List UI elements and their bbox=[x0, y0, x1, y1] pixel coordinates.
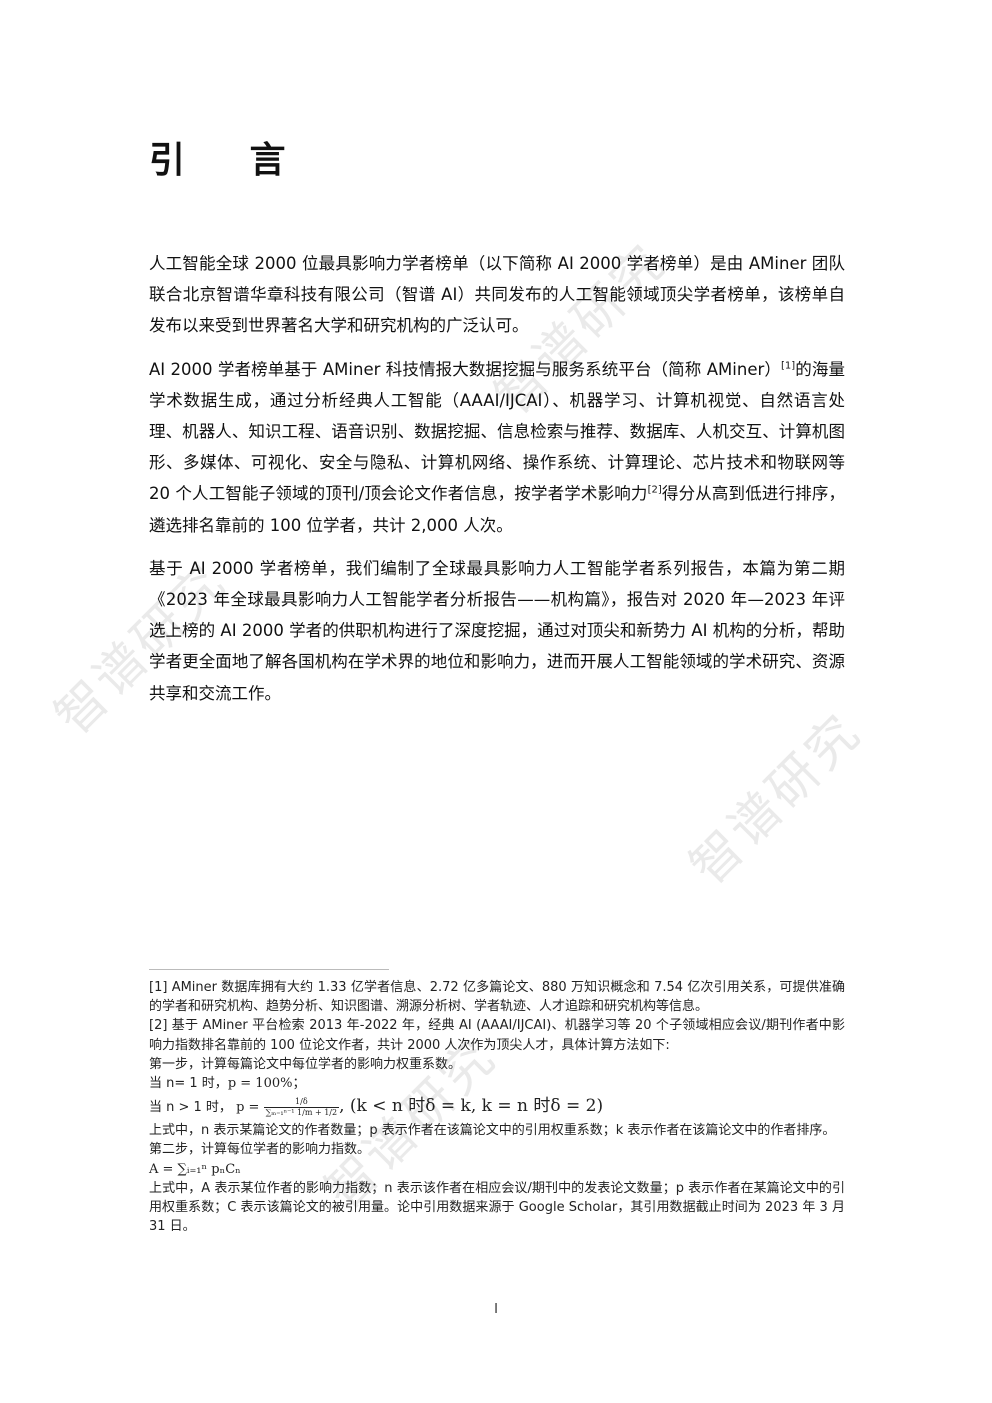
paragraph-1: 人工智能全球 2000 位最具影响力学者榜单（以下简称 AI 2000 学者榜单… bbox=[149, 248, 845, 342]
footnote-2: [2] 基于 AMiner 平台检索 2013 年-2022 年，经典 AI (… bbox=[149, 1018, 845, 1053]
footnote-explain-1: 上式中，n 表示某篇论文的作者数量；p 表示作者在该篇论文中的引用权重系数；k … bbox=[149, 1123, 836, 1139]
formula-case-2-condition: , (k < n 时δ = k, k = n 时δ = 2) bbox=[339, 1096, 604, 1117]
page-number: I bbox=[494, 1302, 498, 1317]
paragraph-2-text-a: AI 2000 学者榜单基于 AMiner 科技情报大数据挖掘与服务系统平台（简… bbox=[149, 359, 781, 379]
fraction-numerator: 1/δ bbox=[263, 1097, 340, 1109]
footnote-ref-2[interactable]: [2] bbox=[647, 484, 662, 496]
formula-case-1-prefix: 当 n= 1 时， bbox=[149, 1076, 228, 1092]
footnote-divider bbox=[149, 969, 389, 970]
formula-case-2: 当 n > 1 时， p = 1/δ ∑ₘ₌₁ⁿ⁻¹ 1/m + 1/2 , (… bbox=[149, 1093, 845, 1121]
body-text: 人工智能全球 2000 位最具影响力学者榜单（以下简称 AI 2000 学者榜单… bbox=[149, 248, 845, 721]
formula-case-2-prefix: 当 n > 1 时， bbox=[149, 1100, 232, 1116]
formula-case-1: 当 n= 1 时，p = 100%； bbox=[149, 1074, 845, 1093]
paragraph-2: AI 2000 学者榜单基于 AMiner 科技情报大数据挖掘与服务系统平台（简… bbox=[149, 354, 845, 541]
footnote-ref-1[interactable]: [1] bbox=[780, 360, 796, 372]
paragraph-2-text-c: 得分从高到低进行排序，遴选排名靠前的 100 位学者，共计 2,000 人次。 bbox=[149, 484, 845, 535]
formula-case-1-expr: p = 100%； bbox=[227, 1076, 306, 1092]
footnote-step-2: 第二步，计算每位学者的影响力指数。 bbox=[149, 1142, 371, 1158]
paragraph-2-text-b: 的海量学术数据生成，通过分析经典人工智能（AAAI/IJCAI）、机器学习、计算… bbox=[149, 359, 845, 504]
footnote-explain-2: 上式中，A 表示某位作者的影响力指数；n 表示该作者在相应会议/期刊中的发表论文… bbox=[149, 1180, 845, 1235]
paragraph-1-text: 人工智能全球 2000 位最具影响力学者榜单（以下简称 AI 2000 学者榜单… bbox=[149, 254, 845, 336]
footnote-step-1: 第一步，计算每篇论文中每位学者的影响力权重系数。 bbox=[149, 1056, 462, 1072]
formula-case-2-p: p = bbox=[236, 1100, 260, 1116]
watermark: 智谱研究 bbox=[678, 701, 873, 896]
formula-fraction: 1/δ ∑ₘ₌₁ⁿ⁻¹ 1/m + 1/2 bbox=[263, 1097, 340, 1118]
paragraph-3: 基于 AI 2000 学者榜单，我们编制了全球最具影响力人工智能学者系列报告，本… bbox=[149, 553, 845, 709]
page-title: 引 言 bbox=[149, 140, 312, 181]
paragraph-3-text: 基于 AI 2000 学者榜单，我们编制了全球最具影响力人工智能学者系列报告，本… bbox=[149, 558, 845, 703]
fraction-denominator: ∑ₘ₌₁ⁿ⁻¹ 1/m + 1/2 bbox=[265, 1108, 338, 1118]
footnote-1: [1] AMiner 数据库拥有大约 1.33 亿学者信息、2.72 亿多篇论文… bbox=[149, 980, 845, 1015]
formula-impact-index: A = ∑ᵢ₌₁ⁿ pₙCₙ bbox=[149, 1161, 241, 1177]
footnotes: [1] AMiner 数据库拥有大约 1.33 亿学者信息、2.72 亿多篇论文… bbox=[149, 978, 845, 1236]
